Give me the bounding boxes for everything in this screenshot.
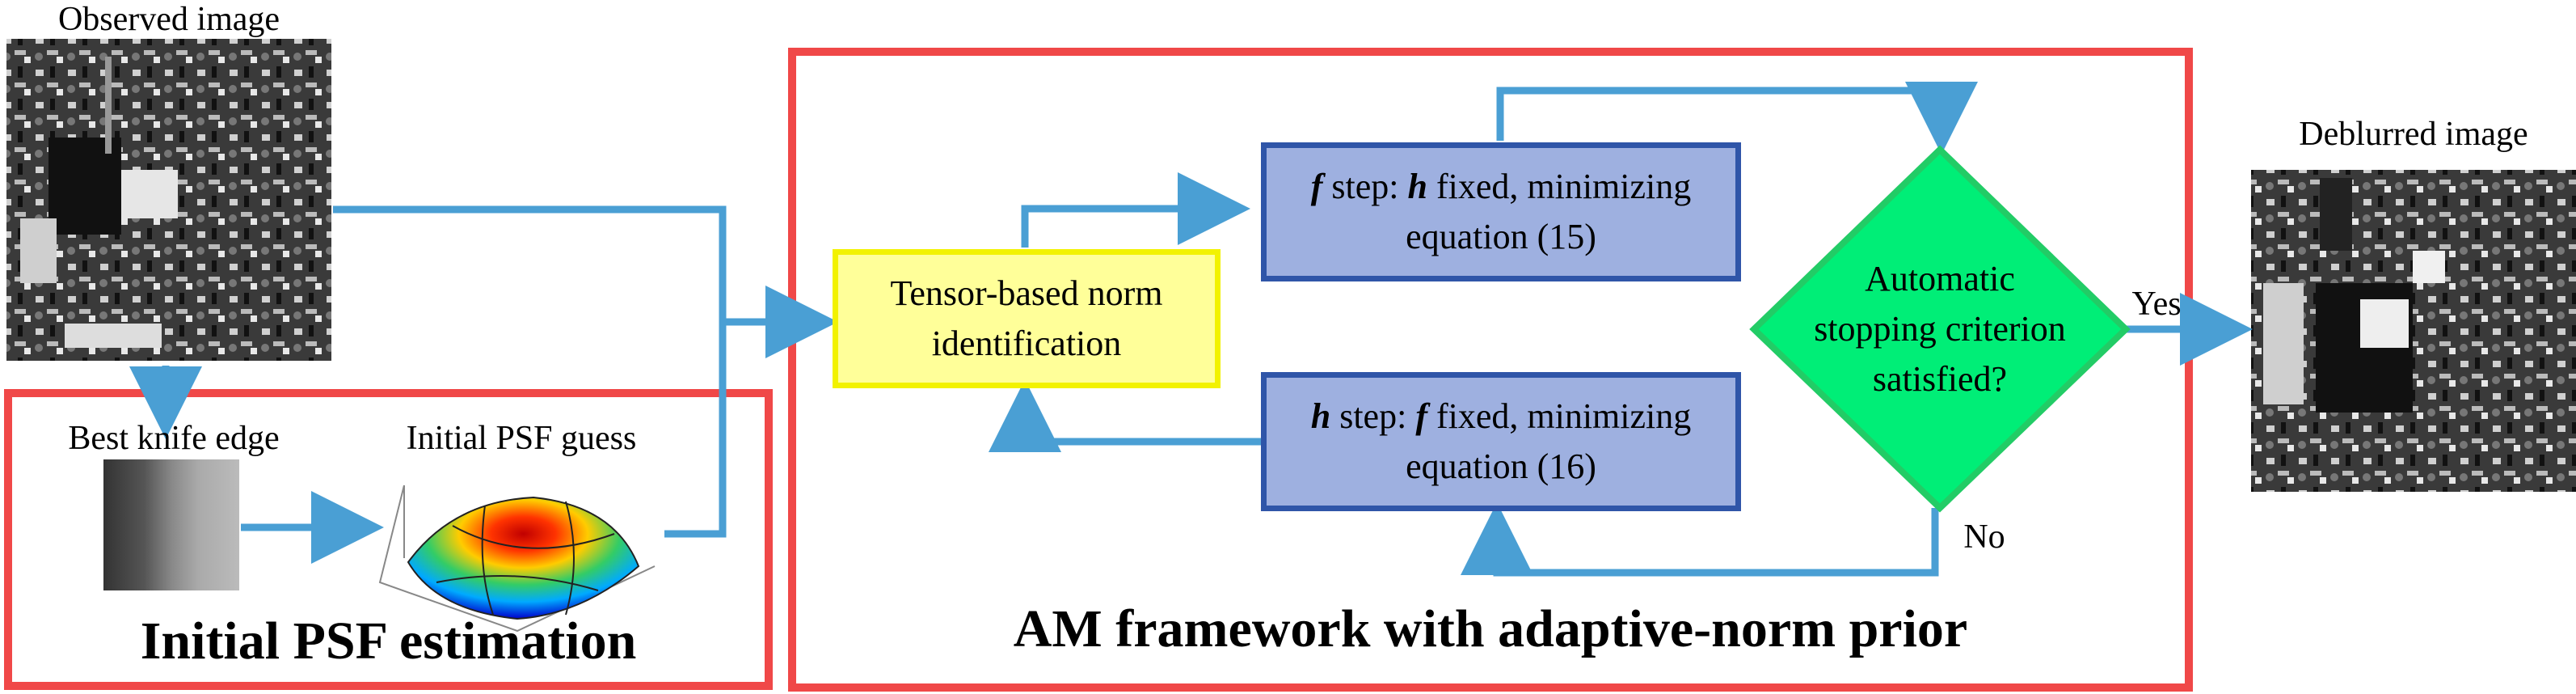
- tensor-norm-box: Tensor-based norm identification: [833, 249, 1221, 388]
- decision-text: Automatic stopping criterion satisfied?: [1778, 251, 2102, 408]
- arrow-hstep-to-tensor: [989, 379, 1263, 452]
- psf-estimation-frame: [4, 389, 773, 690]
- h-step-box: h step: f fixed, minimizing equation (16…: [1261, 372, 1741, 511]
- psf-surface-plot: [378, 485, 656, 633]
- yes-label: Yes: [2131, 286, 2182, 323]
- am-framework-title: AM framework with adaptive-norm prior: [1013, 599, 1968, 658]
- f-step-line2: equation (15): [1406, 217, 1596, 256]
- observed-image: [6, 39, 331, 361]
- f-step-box: f step: h fixed, minimizing equation (15…: [1261, 142, 1741, 281]
- am-framework-frame: [788, 48, 2193, 692]
- h-step-line1: h step: f fixed, minimizing: [1310, 396, 1692, 436]
- psf-estimation-title: Initial PSF estimation: [140, 611, 637, 671]
- arrow-tensor-to-fstep: [1021, 172, 1250, 248]
- tensor-line1: Tensor-based norm: [890, 273, 1163, 313]
- h-step-line2: equation (16): [1406, 446, 1596, 486]
- deblurred-image-label: Deblurred image: [2299, 116, 2528, 153]
- arrow-fstep-to-decision: [1496, 82, 1978, 154]
- initial-psf-guess-label: Initial PSF guess: [406, 420, 637, 457]
- best-knife-edge-label: Best knife edge: [68, 420, 280, 457]
- tensor-line2: identification: [931, 324, 1122, 363]
- observed-image-label: Observed image: [57, 1, 280, 38]
- line-psf-to-join: [664, 322, 727, 538]
- arrow-observed-to-tensor: [333, 205, 838, 358]
- deblurred-image: [2251, 170, 2576, 492]
- decision-line3: satisfied?: [1872, 359, 2008, 399]
- decision-line2: stopping criterion: [1814, 309, 2066, 349]
- f-step-line1: f step: h fixed, minimizing: [1310, 167, 1692, 206]
- no-label: No: [1963, 518, 2005, 556]
- decision-line1: Automatic: [1865, 259, 2015, 298]
- arrow-no-to-hstep: [1461, 502, 1939, 577]
- knife-edge-image: [103, 459, 239, 590]
- decision-diamond: [1749, 145, 2131, 513]
